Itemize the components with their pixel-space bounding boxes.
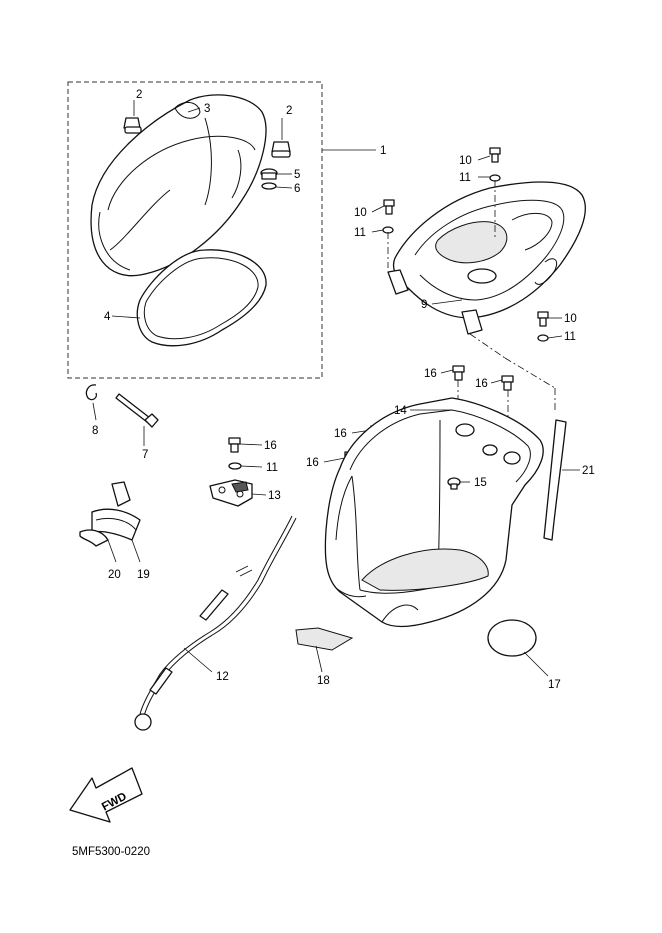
washer-11-lower <box>228 462 242 470</box>
callout-7: 7 <box>142 449 148 461</box>
seat-assembly-box <box>67 81 323 379</box>
bolt-10-top <box>489 147 501 163</box>
callout-13: 13 <box>268 490 281 502</box>
bracket-13 <box>209 479 253 507</box>
callout-10b: 10 <box>354 207 367 219</box>
bolt-10-left <box>383 199 395 215</box>
seat-drawing <box>90 94 267 277</box>
callout-18: 18 <box>317 675 330 687</box>
fwd-arrow: FWD <box>69 767 143 823</box>
callout-3: 3 <box>204 103 210 115</box>
tube-21 <box>543 419 567 541</box>
callout-15: 15 <box>474 477 487 489</box>
callout-16c: 16 <box>334 428 347 440</box>
callout-6: 6 <box>294 183 300 195</box>
callout-9: 9 <box>421 299 427 311</box>
pin-7 <box>115 393 159 428</box>
bolt-16-e <box>228 437 241 453</box>
screw-5 <box>260 168 278 180</box>
bolt-10-right <box>537 311 549 327</box>
bolt-16-b <box>501 375 514 391</box>
seat-seal-drawing <box>136 249 267 347</box>
callout-5: 5 <box>294 169 300 181</box>
callout-20: 20 <box>108 569 121 581</box>
callout-8: 8 <box>92 425 98 437</box>
bolt-16-a <box>452 365 465 381</box>
callout-16d: 16 <box>306 457 319 469</box>
washer-6 <box>261 182 277 190</box>
callout-10a: 10 <box>459 155 472 167</box>
bolt-15 <box>447 477 461 490</box>
callout-16e: 16 <box>264 440 277 452</box>
callout-10c: 10 <box>564 313 577 325</box>
bracket-19 <box>91 481 141 541</box>
callout-16b: 16 <box>475 378 488 390</box>
luggage-box-14 <box>324 397 544 628</box>
callout-12: 12 <box>216 671 229 683</box>
circlip-8 <box>85 384 98 401</box>
callout-11c: 11 <box>564 331 576 343</box>
callout-2b: 2 <box>286 105 292 117</box>
callout-14: 14 <box>394 405 407 417</box>
diagram-code: 5MF5300-0220 <box>72 846 150 858</box>
callout-2a: 2 <box>136 89 142 101</box>
cable-12 <box>134 515 297 731</box>
label-18 <box>295 627 354 651</box>
cover-17 <box>487 619 537 657</box>
callout-16a: 16 <box>424 368 437 380</box>
callout-1: 1 <box>380 145 386 157</box>
damper-right <box>271 141 291 158</box>
callout-11d: 11 <box>266 462 278 474</box>
washer-11-right <box>537 334 549 342</box>
callout-4: 4 <box>104 311 111 323</box>
callout-19: 19 <box>137 569 150 581</box>
bracket-20 <box>79 529 109 547</box>
callout-11b: 11 <box>354 227 366 239</box>
damper-left <box>123 117 142 134</box>
callout-17: 17 <box>548 679 561 691</box>
callout-21: 21 <box>582 465 595 477</box>
callout-11a: 11 <box>459 172 471 184</box>
carrier-9 <box>387 181 586 335</box>
